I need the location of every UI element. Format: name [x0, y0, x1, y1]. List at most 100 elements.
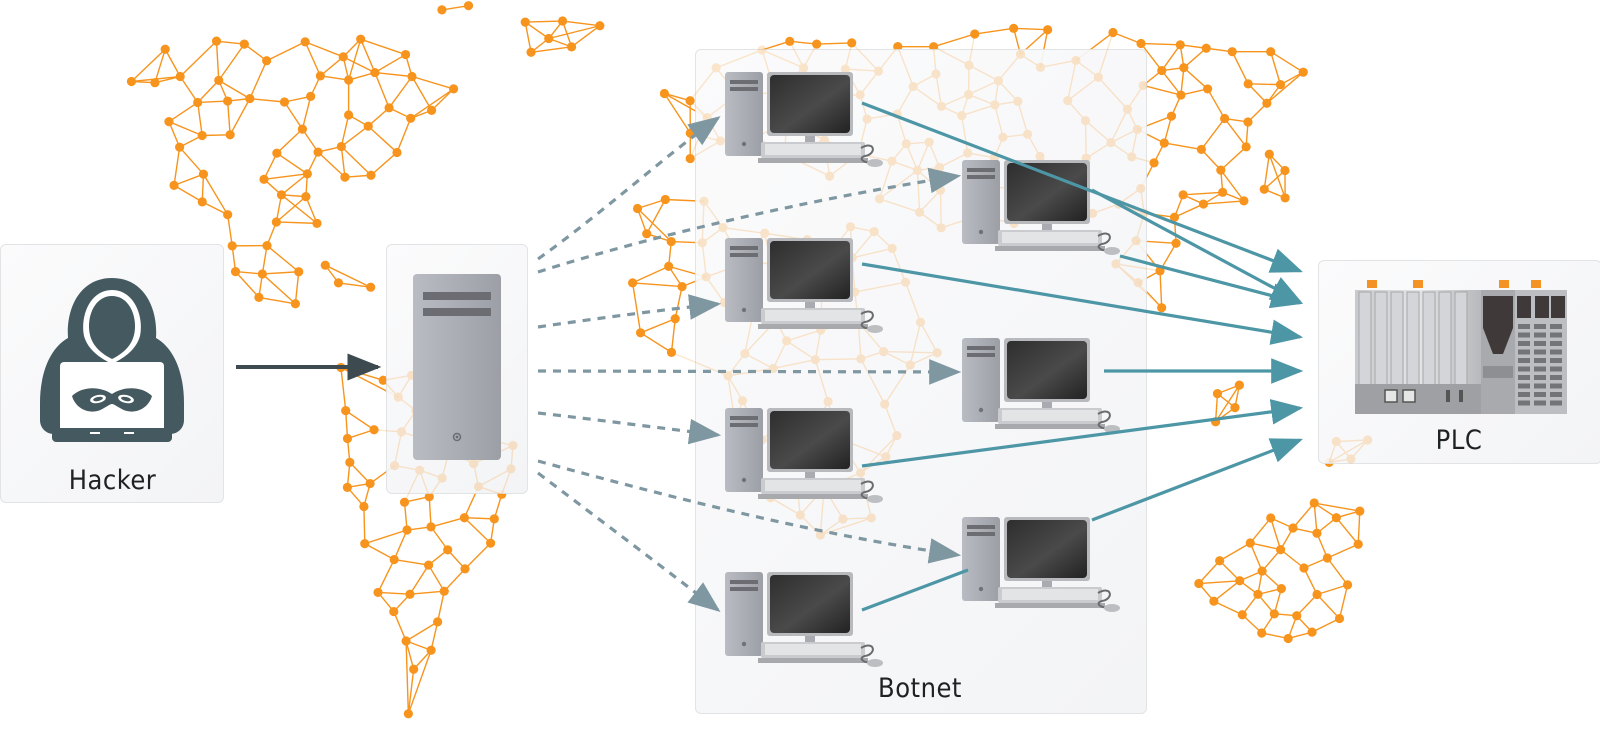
map-link — [130, 48, 166, 82]
map-link — [367, 125, 398, 153]
plc-terminal — [1534, 324, 1546, 329]
map-node — [1169, 212, 1180, 222]
plc-terminal — [1550, 332, 1562, 338]
map-link — [179, 40, 217, 78]
map-link — [885, 435, 898, 458]
map-node — [463, 1, 474, 11]
map-link — [275, 194, 283, 223]
map-node — [880, 399, 890, 409]
map-link — [968, 33, 976, 66]
map-node — [699, 196, 709, 206]
map-link — [281, 194, 318, 224]
map-link — [1357, 511, 1361, 545]
map-node — [1266, 513, 1276, 523]
map-node — [1334, 613, 1345, 624]
map-link — [364, 543, 395, 561]
map-node — [993, 76, 1004, 86]
map-link — [202, 173, 229, 216]
map-node — [363, 121, 373, 131]
map-node — [424, 492, 434, 502]
map-link — [640, 332, 672, 353]
map-link — [994, 80, 1000, 106]
map-node — [757, 45, 767, 55]
map-node — [856, 354, 866, 364]
map-node — [815, 530, 825, 540]
map-node — [1331, 436, 1341, 447]
map-node — [1275, 80, 1286, 90]
map-node — [785, 36, 795, 46]
map-link — [407, 650, 432, 715]
map-link — [1266, 71, 1304, 104]
map-node — [389, 461, 400, 471]
map-link — [1200, 148, 1222, 171]
plc-terminal — [1534, 366, 1546, 372]
map-region-greenland — [520, 16, 605, 57]
plc-terminal — [1550, 341, 1562, 346]
map-node — [164, 117, 174, 127]
map-link — [154, 49, 166, 83]
map-link — [1250, 542, 1281, 551]
plc-terminal — [1518, 341, 1530, 346]
map-link — [689, 67, 717, 102]
botnet-computer-7 — [724, 571, 884, 668]
map-node — [342, 482, 352, 492]
hacker-label: Hacker — [68, 465, 157, 496]
map-node — [825, 171, 835, 181]
map-node — [932, 348, 942, 358]
map-node — [666, 347, 677, 357]
map-link — [324, 264, 371, 288]
map-node — [1093, 72, 1103, 82]
map-node — [486, 538, 496, 548]
map-node — [1312, 528, 1322, 538]
map-link — [304, 41, 344, 58]
map-link — [1326, 557, 1349, 586]
map-node — [373, 587, 383, 598]
map-node — [459, 513, 469, 523]
map-link — [1110, 108, 1129, 143]
map-node — [301, 192, 311, 202]
map-link — [215, 41, 220, 81]
map-link — [275, 196, 307, 223]
map-node — [1071, 55, 1081, 66]
map-link — [1198, 560, 1221, 584]
map-node — [892, 431, 902, 441]
map-link — [403, 502, 408, 531]
map-link — [1164, 142, 1202, 151]
map-node — [847, 38, 857, 48]
map-link — [430, 517, 465, 528]
map-link — [1159, 270, 1163, 308]
map-link — [411, 75, 454, 90]
map-node — [1035, 62, 1046, 72]
map-link — [319, 56, 344, 77]
attack-arrow-bot-5 — [861, 399, 1304, 468]
map-link — [179, 76, 199, 103]
map-link — [1020, 53, 1041, 68]
map-link — [374, 71, 413, 78]
map-region-faded-new-guinea — [1328, 435, 1373, 464]
map-link — [1115, 263, 1161, 272]
map-link — [896, 113, 907, 144]
botnet-computer-2 — [961, 159, 1121, 256]
map-link — [884, 403, 898, 436]
map-link — [1085, 120, 1112, 144]
map-node — [1331, 513, 1341, 523]
map-node — [1230, 403, 1240, 413]
map-link — [637, 198, 666, 210]
map-node — [900, 277, 911, 287]
command-arrow-bot-1 — [537, 116, 721, 261]
map-link — [1112, 31, 1142, 45]
map-node — [198, 169, 209, 179]
map-link — [1203, 200, 1244, 205]
map-link — [1280, 549, 1305, 569]
map-node — [1088, 208, 1098, 218]
map-link — [263, 152, 278, 180]
attack-arrow-bot-1 — [861, 101, 1303, 273]
map-link — [1338, 584, 1349, 619]
map-link — [1067, 60, 1077, 101]
map-link — [1263, 169, 1286, 190]
map-link — [393, 611, 407, 642]
map-node — [223, 210, 233, 220]
plc-terminal — [1534, 400, 1546, 406]
map-link — [1115, 263, 1163, 309]
